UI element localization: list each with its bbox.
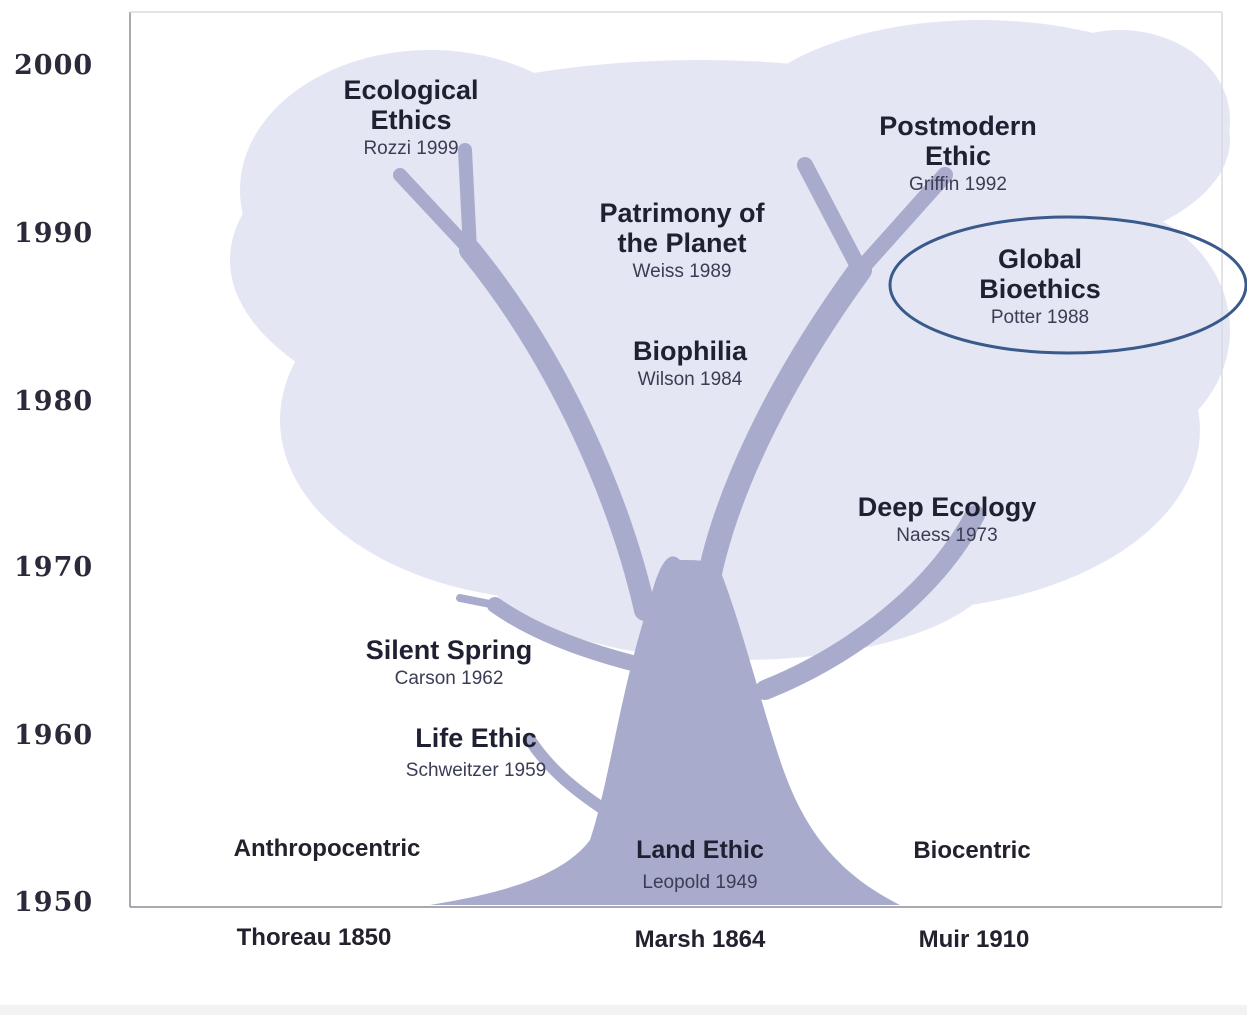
frame [129, 11, 1223, 908]
canopy [230, 20, 1230, 660]
node-title: Ethics [370, 105, 452, 135]
region-biocentric: Biocentric [913, 837, 1031, 864]
node-title: Biophilia [633, 336, 747, 366]
year-label-1970: 1970 [14, 552, 94, 583]
node-title: Postmodern [879, 111, 1037, 141]
node-title: Life Ethic [415, 723, 537, 753]
origin-marsh: Marsh 1864 [634, 926, 766, 953]
node-source: Leopold 1949 [642, 872, 758, 893]
node-title: Silent Spring [365, 635, 533, 665]
year-label-1950: 1950 [14, 887, 94, 918]
node-silent-spring: Silent Spring Carson 1962 [366, 635, 533, 691]
node-source: Rozzi 1999 [363, 138, 459, 159]
year-label-1990: 1990 [14, 218, 94, 249]
node-title: Ecological [343, 75, 479, 105]
node-title: Land Ethic [636, 836, 764, 864]
node-source: Griffin 1992 [909, 174, 1007, 195]
node-life-ethic: Life Ethic Schweitzer 1959 [406, 723, 546, 783]
year-label-1960: 1960 [14, 720, 94, 751]
node-deep-ecology: Deep Ecology Naess 1973 [858, 492, 1037, 548]
node-biophilia: Biophilia Wilson 1984 [633, 336, 747, 392]
node-patrimony-planet: Patrimony of the Planet Weiss 1989 [599, 198, 764, 284]
origin-thoreau: Thoreau 1850 [236, 924, 392, 951]
node-postmodern-ethic: Postmodern Ethic Griffin 1992 [879, 111, 1037, 197]
node-source: Naess 1973 [896, 525, 998, 546]
bottom-strip [0, 1005, 1247, 1015]
node-ecological-ethics: Ecological Ethics Rozzi 1999 [343, 75, 478, 161]
node-title: Bioethics [979, 274, 1101, 304]
node-source: Wilson 1984 [637, 369, 743, 390]
highlight-ring [888, 215, 1247, 355]
node-source: Carson 1962 [394, 668, 504, 689]
node-source: Potter 1988 [990, 307, 1090, 328]
node-title: Ethic [924, 141, 991, 171]
node-source: Weiss 1989 [632, 261, 732, 282]
origin-muir: Muir 1910 [918, 926, 1030, 953]
node-title: Patrimony of [599, 198, 765, 228]
node-global-bioethics: Global Bioethics Potter 1988 [979, 244, 1101, 330]
node-title: Deep Ecology [857, 492, 1037, 522]
year-label-1980: 1980 [14, 386, 94, 417]
node-title: the Planet [617, 228, 747, 258]
trunk-and-branches [393, 143, 985, 905]
year-label-2000: 2000 [14, 50, 94, 81]
node-title: Global [997, 244, 1082, 274]
node-land-ethic: Land Ethic Leopold 1949 [636, 835, 764, 895]
region-anthropocentric: Anthropocentric [233, 835, 421, 862]
node-source: Schweitzer 1959 [405, 760, 547, 781]
